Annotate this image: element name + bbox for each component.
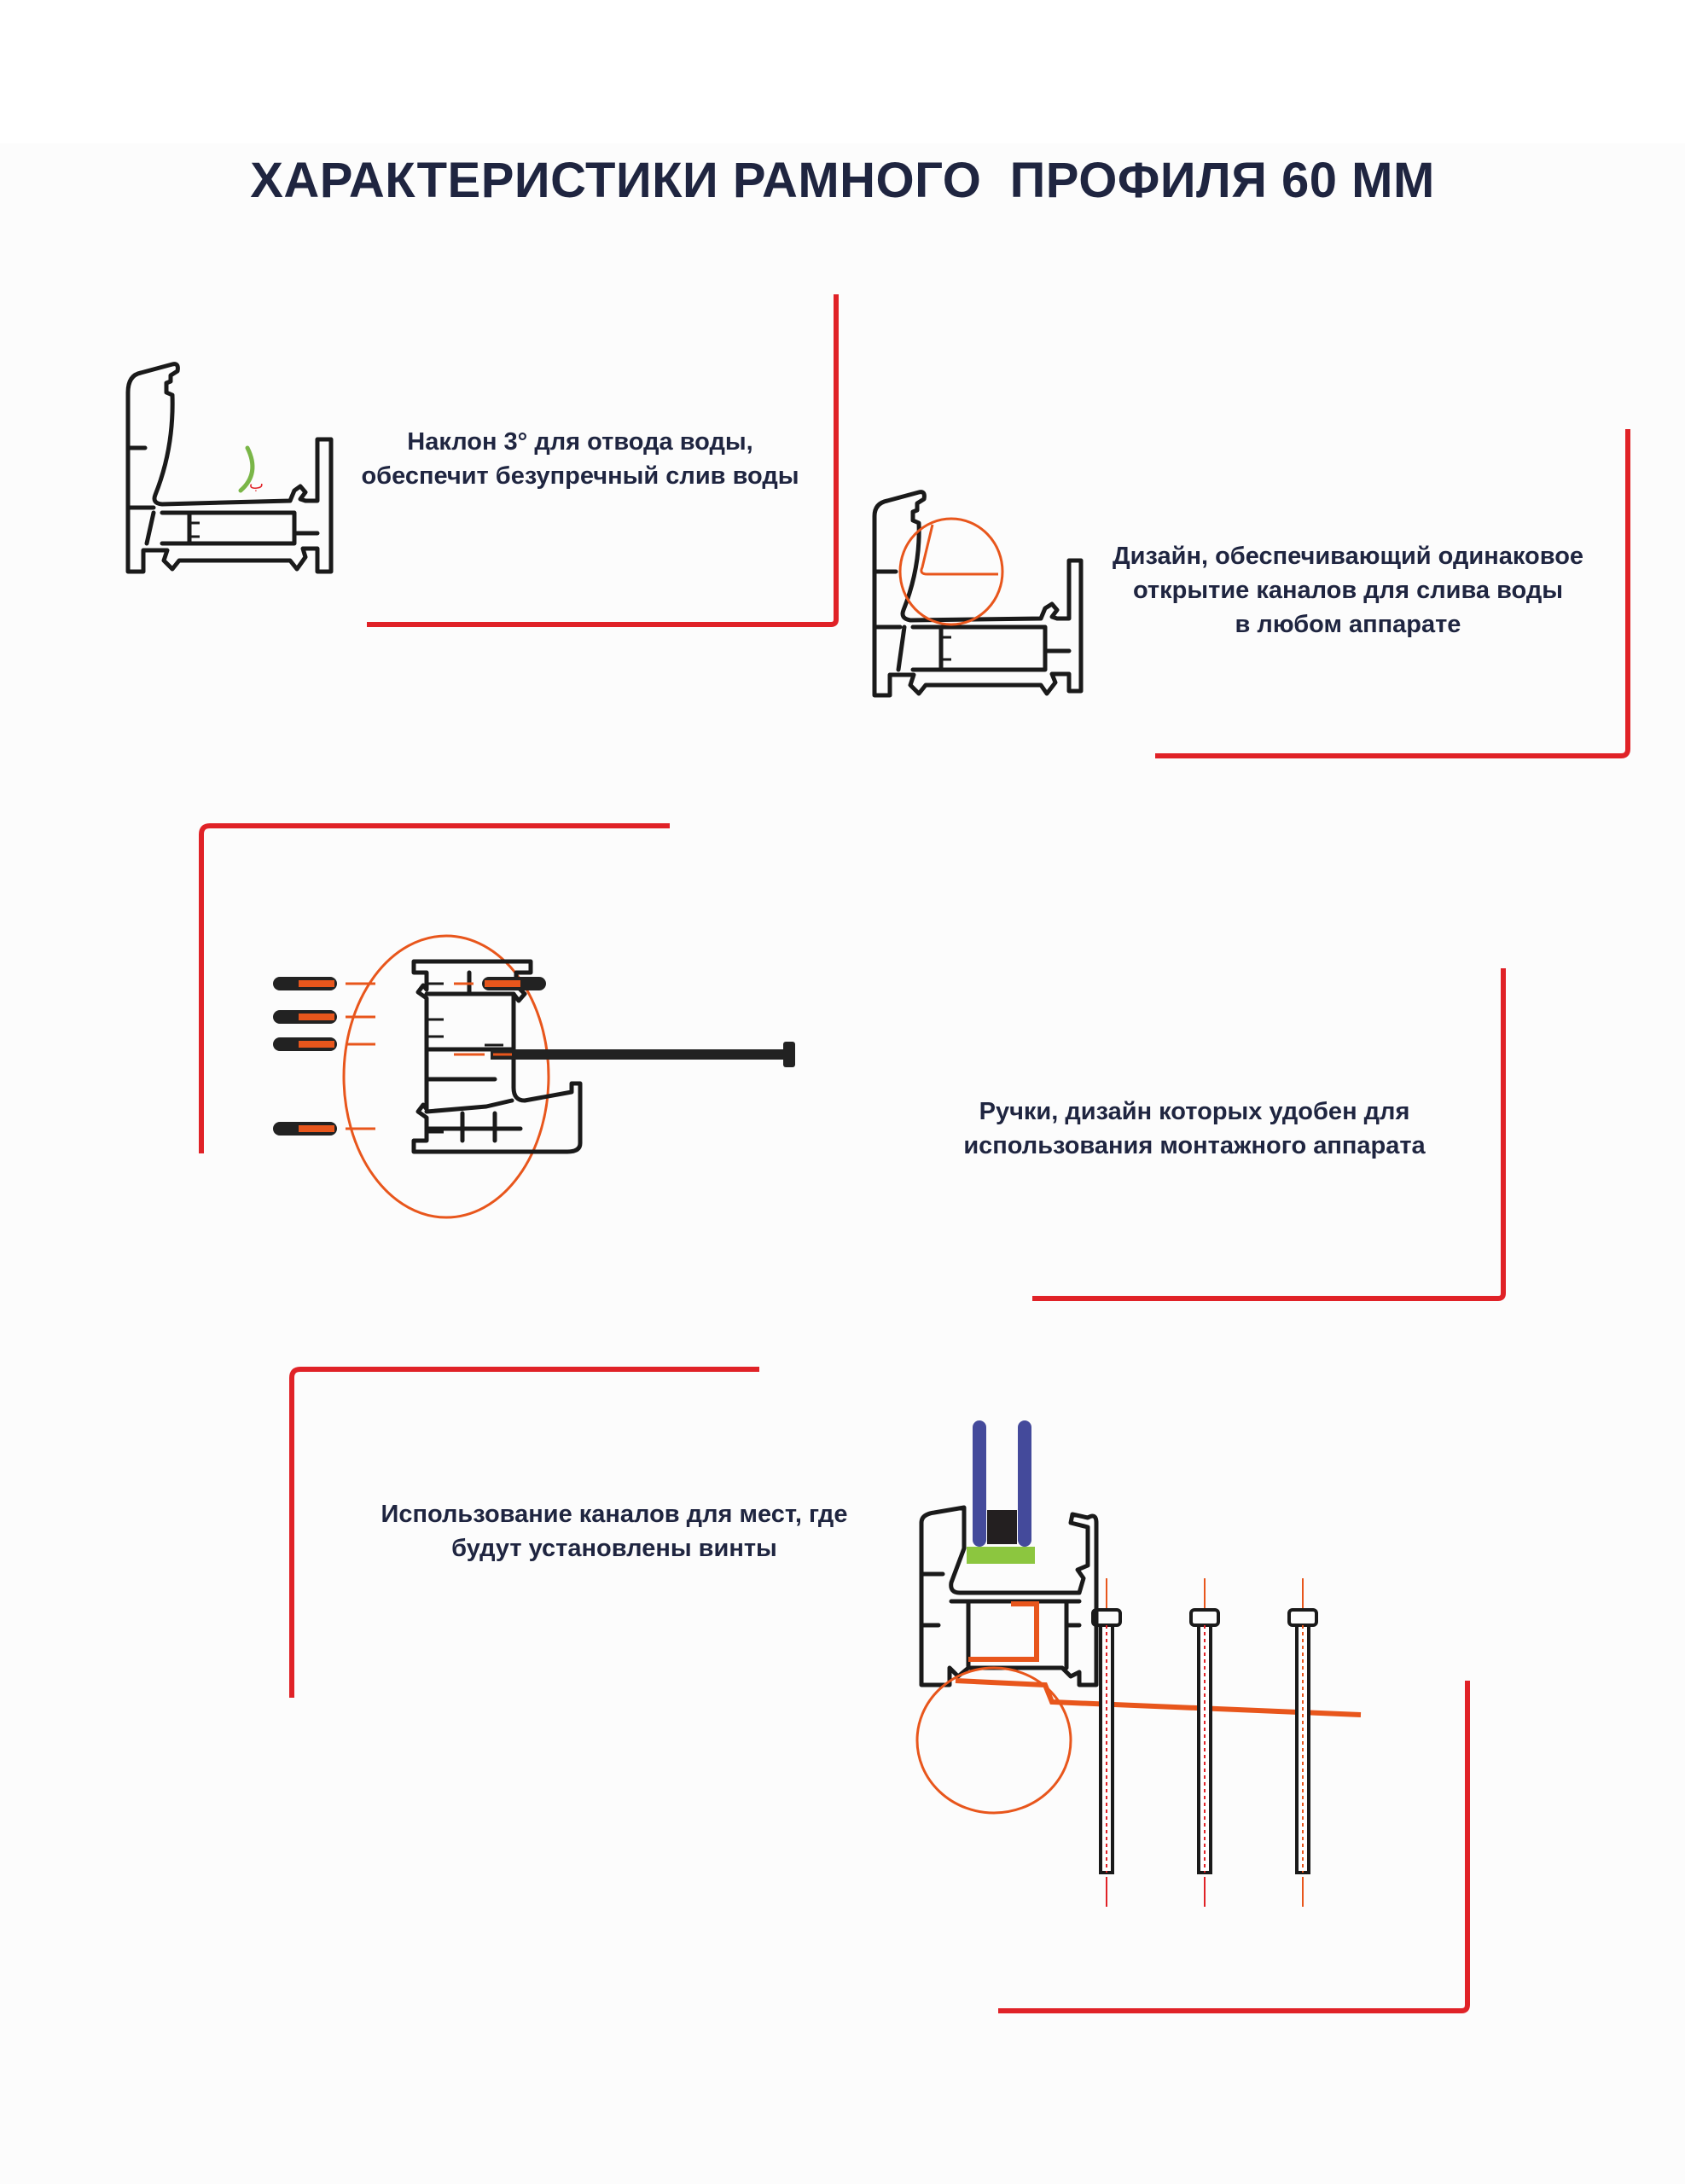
section-4-frame xyxy=(289,1367,759,1698)
anchor-fastener xyxy=(273,1122,375,1136)
section-1-frame xyxy=(367,294,839,627)
anchor-fastener xyxy=(273,1010,375,1024)
section-3-frame-right xyxy=(1032,968,1506,1301)
feature-caption-slope: Наклон 3° для отвода воды, обеспечит без… xyxy=(361,428,799,490)
glass-pane xyxy=(973,1420,986,1547)
spacer-block xyxy=(967,1547,1035,1564)
profile-with-anchors-illustration xyxy=(273,934,795,1219)
feature-caption-screw-channels: Использование каналов для мест, где буду… xyxy=(381,1501,848,1562)
profile-section-drain-illustration xyxy=(872,490,1084,698)
highlight-circle xyxy=(898,517,1004,626)
top-band xyxy=(0,0,1685,143)
screw xyxy=(1287,1578,1318,1907)
profile-with-glazing-illustration xyxy=(915,1420,1362,1907)
anchor-fastener xyxy=(454,977,546,990)
gasket xyxy=(987,1510,1017,1544)
profile-section-slope-illustration: ب xyxy=(125,362,334,574)
feature-caption-mounting: Ручки, дизайн которых удобен для использ… xyxy=(963,1098,1426,1159)
slope-marker-label: ب xyxy=(249,475,264,493)
screw xyxy=(1091,1578,1122,1907)
section-4-frame-right xyxy=(998,1681,1470,2013)
section-2-frame xyxy=(1155,429,1630,758)
highlight-circle xyxy=(342,934,550,1219)
anchor-fastener xyxy=(273,977,375,990)
page-title: ХАРАКТЕРИСТИКИ РАМНОГО ПРОФИЛЯ 60 ММ xyxy=(250,153,1435,208)
section-3-frame xyxy=(199,823,670,1153)
feature-caption-drain-channels: Дизайн, обеспечивающий одинаковое открыт… xyxy=(1112,543,1584,638)
long-screw xyxy=(454,1042,795,1067)
highlight-circle xyxy=(915,1666,1072,1815)
anchor-fastener xyxy=(273,1037,375,1051)
glass-pane xyxy=(1018,1420,1031,1547)
screw xyxy=(1189,1578,1220,1907)
